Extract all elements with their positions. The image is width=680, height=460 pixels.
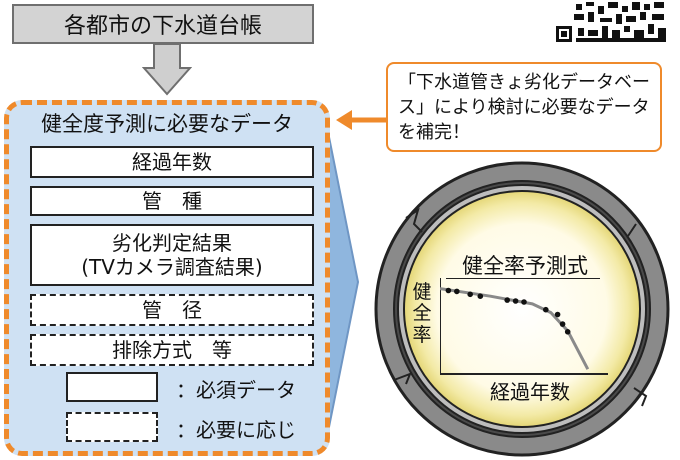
data-point bbox=[454, 288, 460, 295]
chart-xlabel: 経過年数 bbox=[490, 380, 570, 404]
data-item-label: 管 種 bbox=[142, 189, 202, 213]
chart-ylabel: 健全率 bbox=[412, 281, 432, 346]
source-ledger-label: 各都市の下水道台帳 bbox=[63, 14, 262, 39]
data-item-deterioration-result: 劣化判定結果 (TVカメラ調査結果) bbox=[30, 224, 314, 286]
legend-required-swatch bbox=[66, 372, 158, 402]
data-item-sublabel: (TVカメラ調査結果) bbox=[81, 255, 263, 279]
data-point bbox=[445, 287, 452, 294]
down-arrow-icon bbox=[142, 44, 192, 96]
database-callout: 「下水道管きょ劣化データベース」により検討に必要なデータを補完！ bbox=[386, 62, 662, 152]
chart-title: 健全率予測式 bbox=[462, 254, 588, 278]
data-item-label: 劣化判定結果 bbox=[112, 231, 232, 255]
soundness-chart bbox=[440, 278, 608, 375]
data-item-pipe-diameter: 管 径 bbox=[30, 294, 314, 326]
panel-title: 健全度予測に必要なデータ bbox=[41, 112, 293, 136]
qr-code-icon bbox=[556, 0, 668, 42]
data-point bbox=[554, 311, 561, 318]
legend-required-label: ：必須データ bbox=[176, 378, 296, 402]
legend-optional-swatch bbox=[66, 412, 158, 442]
data-point bbox=[559, 321, 566, 327]
data-item-elapsed-years: 経過年数 bbox=[30, 146, 314, 178]
source-ledger-box: 各都市の下水道台帳 bbox=[12, 4, 314, 44]
pipe-interior bbox=[403, 190, 641, 428]
data-point bbox=[467, 291, 473, 298]
legend-optional-label: ：必要に応じ bbox=[176, 418, 296, 442]
data-item-sewerage-system: 排除方式 等 bbox=[30, 334, 314, 366]
data-point bbox=[521, 299, 527, 305]
data-point bbox=[564, 329, 571, 335]
callout-text: 「下水道管きょ劣化データベース」により検討に必要なデータを補完！ bbox=[398, 72, 650, 144]
data-point bbox=[477, 293, 484, 299]
data-item-label: 管 径 bbox=[142, 298, 202, 322]
data-item-label: 経過年数 bbox=[132, 150, 212, 174]
callout-arrow-icon bbox=[336, 110, 388, 130]
data-item-label: 排除方式 等 bbox=[112, 338, 232, 362]
data-item-pipe-type: 管 種 bbox=[30, 186, 314, 216]
data-point bbox=[512, 298, 519, 304]
data-point bbox=[543, 306, 549, 313]
data-point bbox=[504, 297, 510, 303]
